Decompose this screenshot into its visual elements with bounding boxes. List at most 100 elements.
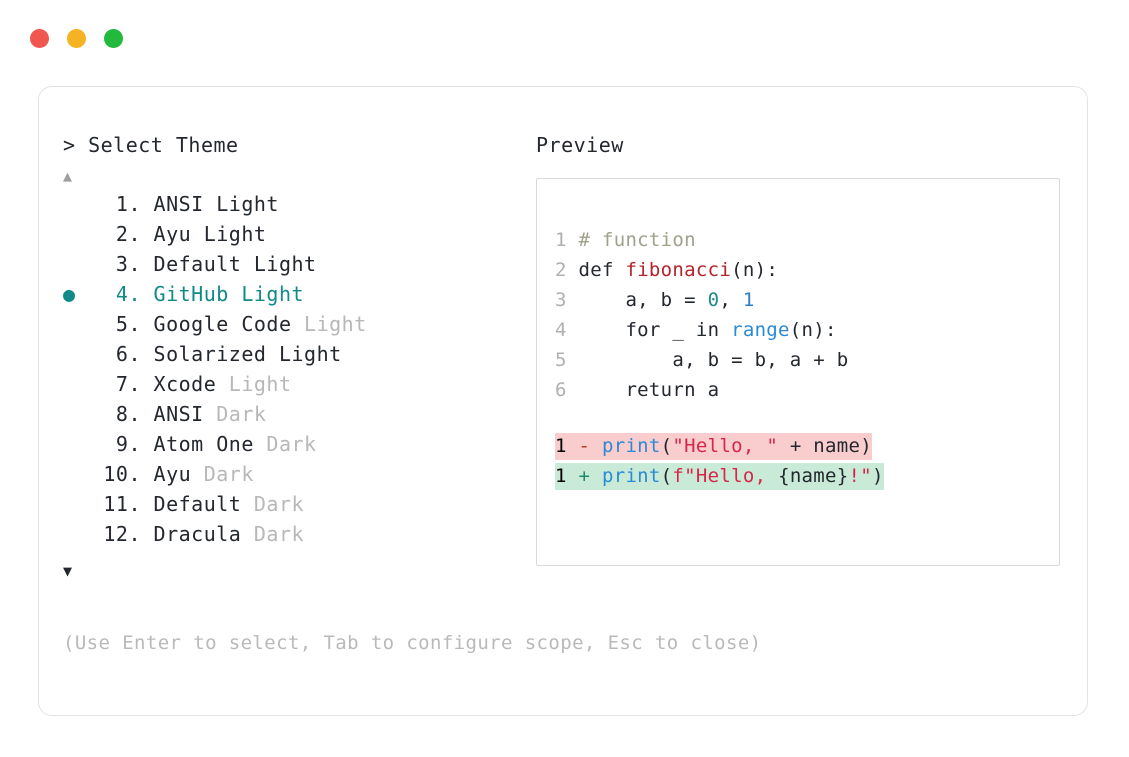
bullet-spacer: [63, 372, 93, 396]
theme-item-variant: Light: [304, 312, 367, 336]
code-token: !": [848, 465, 872, 487]
select-theme-prompt: > Select Theme: [63, 133, 239, 157]
code-token: for _ in: [578, 319, 732, 341]
theme-list-item[interactable]: 12. Dracula Dark: [63, 522, 543, 552]
bullet-spacer: [63, 492, 93, 516]
code-token: ): [872, 465, 884, 487]
code-token: {name}: [778, 465, 849, 487]
theme-item-name: Solarized Light: [141, 342, 342, 366]
diff-removed-line: 1 - print("Hello, " + name): [555, 431, 1059, 461]
theme-item-name: Google Code: [141, 312, 305, 336]
bullet-spacer: [63, 402, 93, 426]
code-line: 1 # function: [555, 225, 1059, 255]
code-token: "Hello, ": [672, 435, 779, 457]
selected-bullet-icon: ●: [63, 282, 76, 306]
theme-item-number: 9.: [103, 432, 141, 456]
theme-item-variant: Dark: [266, 432, 317, 456]
theme-item-variant: Light: [228, 372, 292, 396]
maximize-window-button[interactable]: [104, 29, 123, 48]
line-number: 1: [555, 465, 579, 487]
theme-list-item[interactable]: 6. Solarized Light: [63, 342, 543, 372]
theme-item-name: ANSI Light: [141, 192, 279, 216]
code-line: 5 a, b = b, a + b: [555, 345, 1059, 375]
theme-item-variant: Dark: [253, 522, 305, 546]
bullet-spacer: [63, 342, 93, 366]
theme-list-item[interactable]: 5. Google Code Light: [63, 312, 543, 342]
theme-item-number: 10.: [103, 462, 141, 486]
theme-item-number: 5.: [103, 312, 141, 336]
line-number: 2: [555, 259, 579, 281]
code-token: (n):: [731, 259, 779, 281]
theme-item-name: Ayu: [141, 462, 204, 486]
line-number: 5: [555, 349, 579, 371]
theme-item-number: 12.: [103, 522, 141, 546]
code-token: print: [601, 435, 661, 457]
bullet-spacer: [63, 192, 93, 216]
theme-item-number: 4.: [103, 282, 141, 306]
theme-list-item[interactable]: 1. ANSI Light: [63, 192, 543, 222]
bullet-spacer: [63, 312, 93, 336]
keyboard-hint-text: (Use Enter to select, Tab to configure s…: [63, 632, 762, 654]
theme-list-item[interactable]: 2. Ayu Light: [63, 222, 543, 252]
theme-item-name: Atom One: [141, 432, 267, 456]
code-token: range: [731, 319, 790, 341]
code-token: a, b =: [578, 289, 708, 311]
theme-list-item[interactable]: 10. Ayu Dark: [63, 462, 543, 492]
code-token: f"Hello,: [672, 465, 779, 487]
code-token: return a: [578, 379, 720, 401]
code-token: def: [578, 259, 626, 281]
theme-item-variant: Dark: [253, 492, 305, 516]
theme-item-name: Default: [141, 492, 254, 516]
theme-item-name: Ayu Light: [141, 222, 267, 246]
code-token: fibonacci: [625, 259, 732, 281]
bullet-spacer: [63, 522, 93, 546]
bullet-spacer: [63, 222, 93, 246]
theme-item-number: 6.: [103, 342, 141, 366]
scroll-up-indicator-icon[interactable]: ▲: [63, 167, 73, 185]
preview-label: Preview: [536, 133, 624, 157]
minimize-window-button[interactable]: [67, 29, 86, 48]
theme-list-item[interactable]: 9. Atom One Dark: [63, 432, 543, 462]
theme-list[interactable]: 1. ANSI Light 2. Ayu Light 3. Default Li…: [63, 192, 543, 552]
theme-list-item[interactable]: 7. Xcode Light: [63, 372, 543, 402]
theme-list-item[interactable]: 3. Default Light: [63, 252, 543, 282]
code-token: + name): [778, 435, 872, 457]
code-token: # function: [578, 229, 696, 251]
theme-item-name: Default Light: [141, 252, 317, 276]
line-number: 3: [555, 289, 579, 311]
diff-minus-sign: -: [578, 435, 602, 457]
theme-list-item[interactable]: 11. Default Dark: [63, 492, 543, 522]
code-token: a, b = b, a + b: [578, 349, 849, 371]
line-number: 4: [555, 319, 579, 341]
bullet-spacer: [63, 462, 93, 486]
theme-list-item[interactable]: 8. ANSI Dark: [63, 402, 543, 432]
theme-list-item[interactable]: ● 4. GitHub Light: [63, 282, 543, 312]
line-number: 1: [555, 435, 579, 457]
code-token: 1: [742, 289, 755, 311]
bullet-spacer: [63, 432, 93, 456]
code-line: 3 a, b = 0, 1: [555, 285, 1059, 315]
code-line: 2 def fibonacci(n):: [555, 255, 1059, 285]
theme-item-name: GitHub Light: [141, 282, 305, 306]
theme-item-number: 11.: [103, 492, 141, 516]
diff-highlight: 1 - print("Hello, " + name): [555, 433, 872, 460]
code-line: 4 for _ in range(n):: [555, 315, 1059, 345]
theme-item-number: 2.: [103, 222, 141, 246]
theme-item-variant: Dark: [203, 462, 254, 486]
theme-item-variant: Dark: [216, 402, 267, 426]
theme-item-number: 7.: [103, 372, 141, 396]
code-blank-line: [555, 405, 1059, 431]
theme-item-number: 1.: [103, 192, 141, 216]
scroll-down-indicator-icon[interactable]: ▼: [63, 562, 73, 580]
line-number: 6: [555, 379, 579, 401]
close-window-button[interactable]: [30, 29, 49, 48]
theme-item-name: ANSI: [141, 402, 217, 426]
theme-selection-panel: > Select Theme ▲ 1. ANSI Light 2. Ayu Li…: [63, 133, 543, 581]
diff-highlight: 1 + print(f"Hello, {name}!"): [555, 463, 884, 490]
code-token: (n):: [789, 319, 837, 341]
theme-item-number: 3.: [103, 252, 141, 276]
bullet-spacer: [63, 252, 93, 276]
